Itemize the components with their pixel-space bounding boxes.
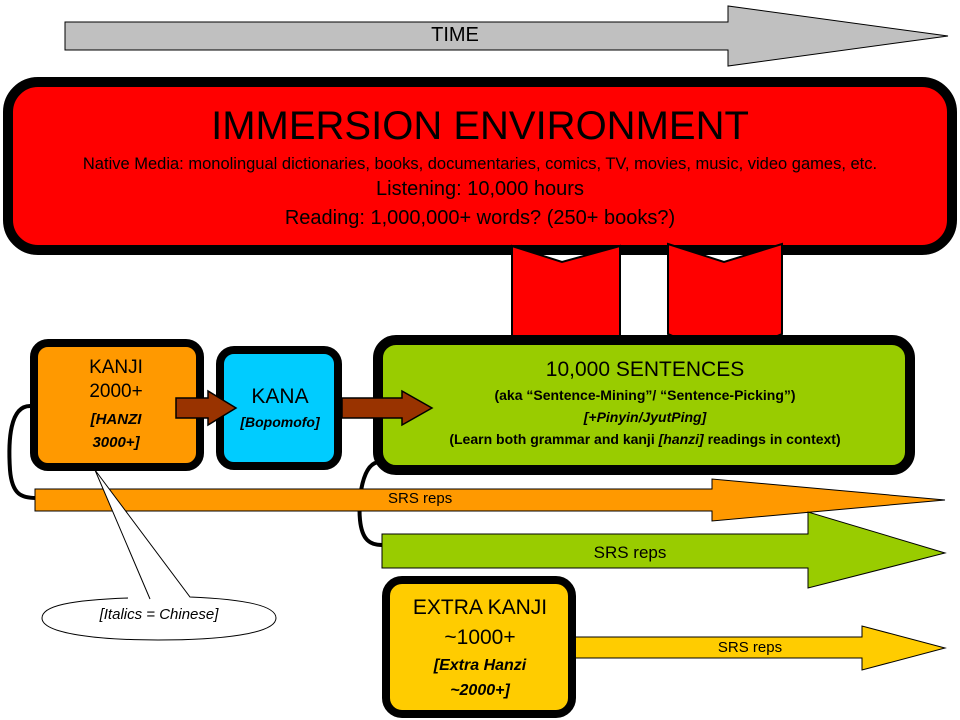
immersion-down-arrow-right [667, 242, 783, 360]
srs-label-yellow: SRS reps [717, 639, 783, 656]
sentences-chinese: [+Pinyin/JyutPing] [583, 409, 707, 425]
immersion-reading: Reading: 1,000,000+ words? (250+ books?) [284, 207, 676, 229]
sentences-srs-connector [357, 460, 383, 547]
extra-kanji-chinese-line1: [Extra Hanzi [433, 657, 527, 674]
kanji-srs-arrow [34, 478, 946, 522]
srs-label-green: SRS reps [593, 543, 667, 562]
extra-kanji-count: ~1000+ [444, 626, 516, 649]
sentences-note: (Learn both grammar and kanji [hanzi] re… [449, 431, 841, 447]
extra-kanji-box [382, 576, 576, 718]
legend-callout [41, 469, 277, 641]
srs-label-orange: SRS reps [388, 490, 453, 507]
immersion-title: IMMERSION ENVIRONMENT [211, 104, 749, 148]
kanji-label: KANJI [89, 357, 143, 378]
kana-chinese: [Bopomofo] [240, 414, 320, 430]
sentences-note-chinese-term: [hanzi] [658, 431, 704, 447]
extra-kanji-label: EXTRA KANJI [412, 596, 548, 619]
immersion-box [3, 77, 957, 255]
sentences-srs-arrow [381, 511, 947, 589]
kanji-to-kana-arrow [175, 389, 238, 427]
kanji-count: 2000+ [89, 381, 143, 402]
kanji-srs-connector [7, 404, 37, 500]
legend-text: [Italics = Chinese] [99, 606, 219, 623]
sentences-title: 10,000 SENTENCES [545, 358, 745, 381]
kanji-chinese-line2: 3000+] [92, 434, 140, 451]
kanji-chinese-line1: [HANZI [90, 411, 142, 428]
extra-kanji-srs-arrow [559, 625, 947, 671]
immersion-listening: Listening: 10,000 hours [376, 178, 584, 200]
time-arrow [64, 5, 949, 67]
kana-label: KANA [251, 385, 309, 408]
extra-kanji-chinese-line2: ~2000+] [450, 682, 510, 699]
kana-to-sentences-arrow [341, 389, 434, 427]
sentences-aka: (aka “Sentence-Mining”/ “Sentence-Pickin… [494, 387, 796, 403]
immersion-native-media: Native Media: monolingual dictionaries, … [82, 155, 878, 173]
time-label: TIME [431, 24, 479, 46]
